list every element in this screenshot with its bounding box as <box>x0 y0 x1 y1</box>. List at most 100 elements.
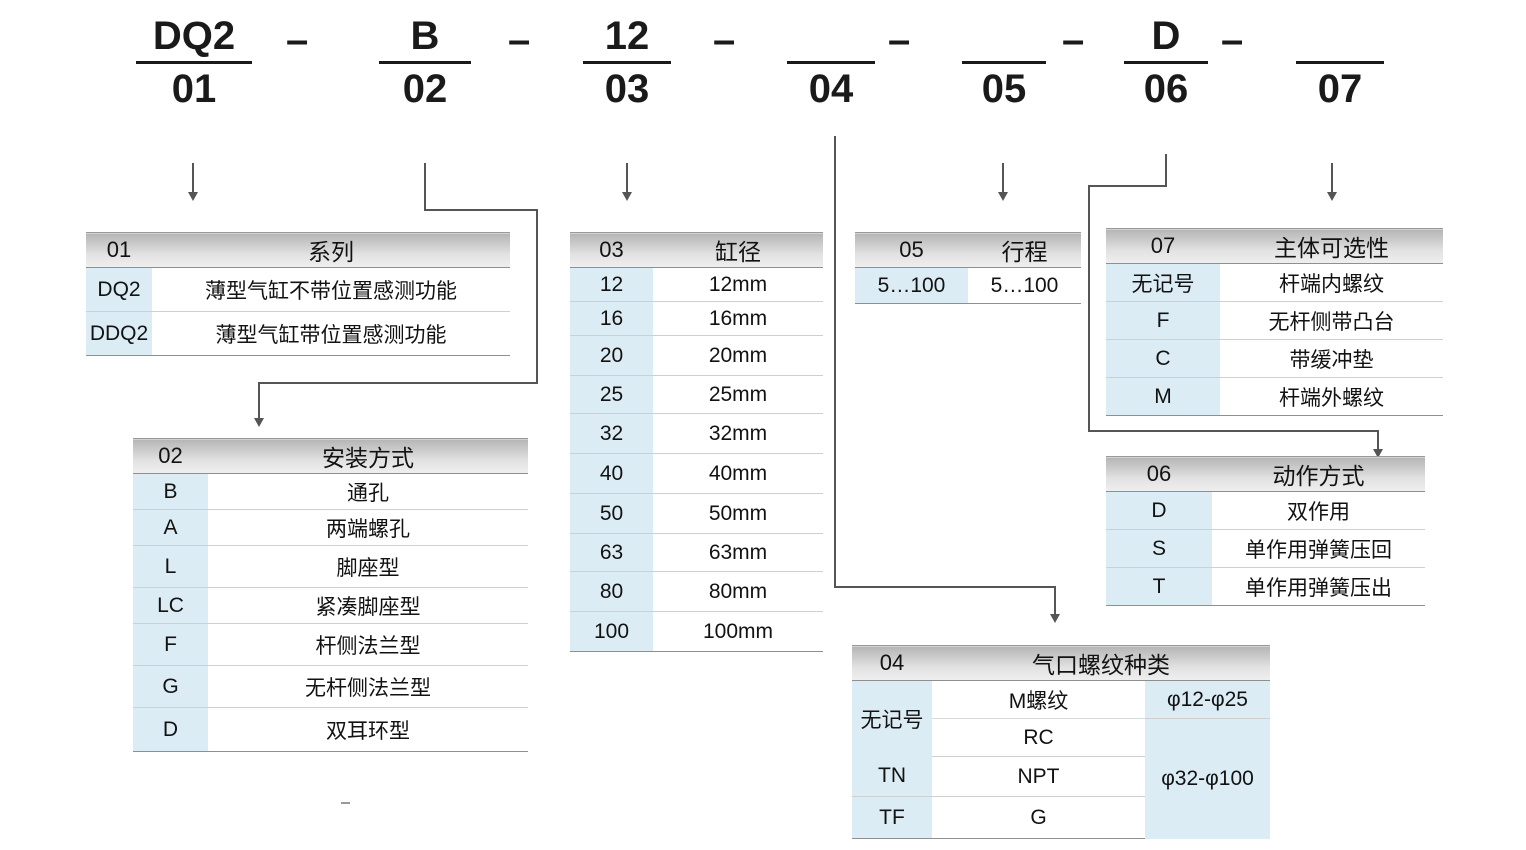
table-row: S 单作用弹簧压回 <box>1106 529 1425 568</box>
connector-04-seg3 <box>1054 586 1056 618</box>
table-04-bore-0: φ12-φ25 <box>1145 680 1270 719</box>
table-02-code-2: L <box>133 545 208 588</box>
table-04-header-row: 04 气口螺纹种类 <box>852 645 1270 681</box>
table-04-title: 气口螺纹种类 <box>932 645 1270 681</box>
table-row: F 无杆侧带凸台 <box>1106 301 1443 340</box>
stray-mark <box>341 802 350 804</box>
code-slot-04-number: 04 <box>808 67 854 111</box>
table-06-action: 06 动作方式 D 双作用 S 单作用弹簧压回 T 单作用弹簧压出 <box>1106 456 1425 606</box>
table-06-desc-2: 单作用弹簧压出 <box>1212 567 1425 606</box>
table-03-number: 03 <box>570 232 653 268</box>
table-row: C 带缓冲垫 <box>1106 339 1443 378</box>
table-03-desc-3: 25mm <box>653 375 823 414</box>
table-02-code-4: F <box>133 623 208 666</box>
table-05-header-row: 05 行程 <box>855 232 1081 268</box>
code-slot-03-number: 03 <box>604 67 650 111</box>
code-separator-3: – <box>713 18 736 62</box>
table-row: F 杆侧法兰型 <box>133 623 528 666</box>
table-01-series: 01 系列 DQ2 薄型气缸不带位置感测功能 DDQ2 薄型气缸带位置感测功能 <box>86 232 510 356</box>
code-slot-02-number: 02 <box>402 67 448 111</box>
connector-02-seg1 <box>424 163 426 211</box>
table-02-header-row: 02 安装方式 <box>133 438 528 474</box>
connector-06-arrow <box>1373 449 1383 458</box>
table-row: 12 12mm <box>570 267 823 302</box>
table-row: 无记号 杆端内螺纹 <box>1106 263 1443 302</box>
table-03-code-8: 80 <box>570 571 653 612</box>
code-slot-03: 12 03 <box>583 14 671 112</box>
connector-06-seg1 <box>1165 154 1167 186</box>
table-01-code-1: DDQ2 <box>86 311 152 356</box>
table-07-code-3: M <box>1106 377 1220 416</box>
table-07-number: 07 <box>1106 228 1220 264</box>
table-04-code-2: TN <box>852 756 932 797</box>
table-row: 20 20mm <box>570 335 823 376</box>
table-03-code-1: 16 <box>570 301 653 336</box>
table-03-desc-5: 40mm <box>653 453 823 494</box>
table-row: M 杆端外螺纹 <box>1106 377 1443 416</box>
table-04-desc-2: NPT <box>932 756 1145 797</box>
table-06-desc-1: 单作用弹簧压回 <box>1212 529 1425 568</box>
table-03-code-2: 20 <box>570 335 653 376</box>
table-row: 100 100mm <box>570 611 823 652</box>
table-row: 25 25mm <box>570 375 823 414</box>
table-02-title: 安装方式 <box>208 438 528 474</box>
table-row: DDQ2 薄型气缸带位置感测功能 <box>86 311 510 356</box>
table-row: 32 32mm <box>570 413 823 454</box>
connector-06-seg5 <box>1377 430 1379 453</box>
table-02-desc-5: 无杆侧法兰型 <box>208 665 528 708</box>
table-row: 80 80mm <box>570 571 823 612</box>
code-slot-04-code <box>787 14 875 58</box>
connector-06-seg4 <box>1088 430 1379 432</box>
connector-01-arrow <box>188 192 198 201</box>
code-slot-05: 05 <box>962 14 1046 112</box>
table-row: A 两端螺孔 <box>133 509 528 546</box>
table-03-desc-9: 100mm <box>653 611 823 652</box>
connector-02-arrow <box>254 418 264 427</box>
code-slot-04-rule <box>787 61 875 64</box>
table-05-number: 05 <box>855 232 968 268</box>
connector-03-arrow <box>622 192 632 201</box>
table-02-number: 02 <box>133 438 208 474</box>
table-06-desc-0: 双作用 <box>1212 491 1425 530</box>
table-03-desc-6: 50mm <box>653 493 823 534</box>
connector-04-seg1 <box>834 136 836 588</box>
table-04-desc-3: G <box>932 796 1145 839</box>
table-04-code-0: 无记号 <box>852 680 932 757</box>
table-01-number: 01 <box>86 232 152 268</box>
table-row: 40 40mm <box>570 453 823 494</box>
code-slot-05-number: 05 <box>981 67 1027 111</box>
connector-02-seg5 <box>258 382 260 422</box>
table-05-stroke: 05 行程 5…100 5…100 <box>855 232 1081 304</box>
table-row: 50 50mm <box>570 493 823 534</box>
table-07-code-2: C <box>1106 339 1220 378</box>
connector-02-seg4 <box>258 382 538 384</box>
table-06-title: 动作方式 <box>1212 456 1425 492</box>
table-row: T 单作用弹簧压出 <box>1106 567 1425 606</box>
table-row: 5…100 5…100 <box>855 267 1081 304</box>
table-02-code-0: B <box>133 473 208 510</box>
table-02-mounting: 02 安装方式 B 通孔 A 两端螺孔 L 脚座型 LC 紧凑脚座型 F 杆侧法… <box>133 438 528 752</box>
connector-05-vertical <box>1002 163 1004 197</box>
table-row: 63 63mm <box>570 533 823 572</box>
table-03-desc-1: 16mm <box>653 301 823 336</box>
table-row: D 双作用 <box>1106 491 1425 530</box>
table-04-code-3: TF <box>852 796 932 839</box>
code-slot-05-code <box>962 14 1046 58</box>
table-03-code-4: 32 <box>570 413 653 454</box>
code-slot-01: DQ2 01 <box>136 14 252 112</box>
code-slot-07-rule <box>1296 61 1384 64</box>
code-slot-01-rule <box>136 61 252 64</box>
table-06-number: 06 <box>1106 456 1212 492</box>
table-02-desc-6: 双耳环型 <box>208 707 528 752</box>
table-03-code-3: 25 <box>570 375 653 414</box>
table-03-desc-0: 12mm <box>653 267 823 302</box>
table-row: TN NPT <box>852 756 1270 797</box>
code-slot-02: B 02 <box>379 14 471 112</box>
table-07-desc-3: 杆端外螺纹 <box>1220 377 1443 416</box>
code-slot-06-code: D <box>1151 14 1181 58</box>
table-row: RC φ32-φ100 <box>852 718 1270 839</box>
table-07-title: 主体可选性 <box>1220 228 1443 264</box>
code-separator-6: – <box>1221 18 1244 62</box>
table-01-code-0: DQ2 <box>86 267 152 312</box>
table-07-header-row: 07 主体可选性 <box>1106 228 1443 264</box>
